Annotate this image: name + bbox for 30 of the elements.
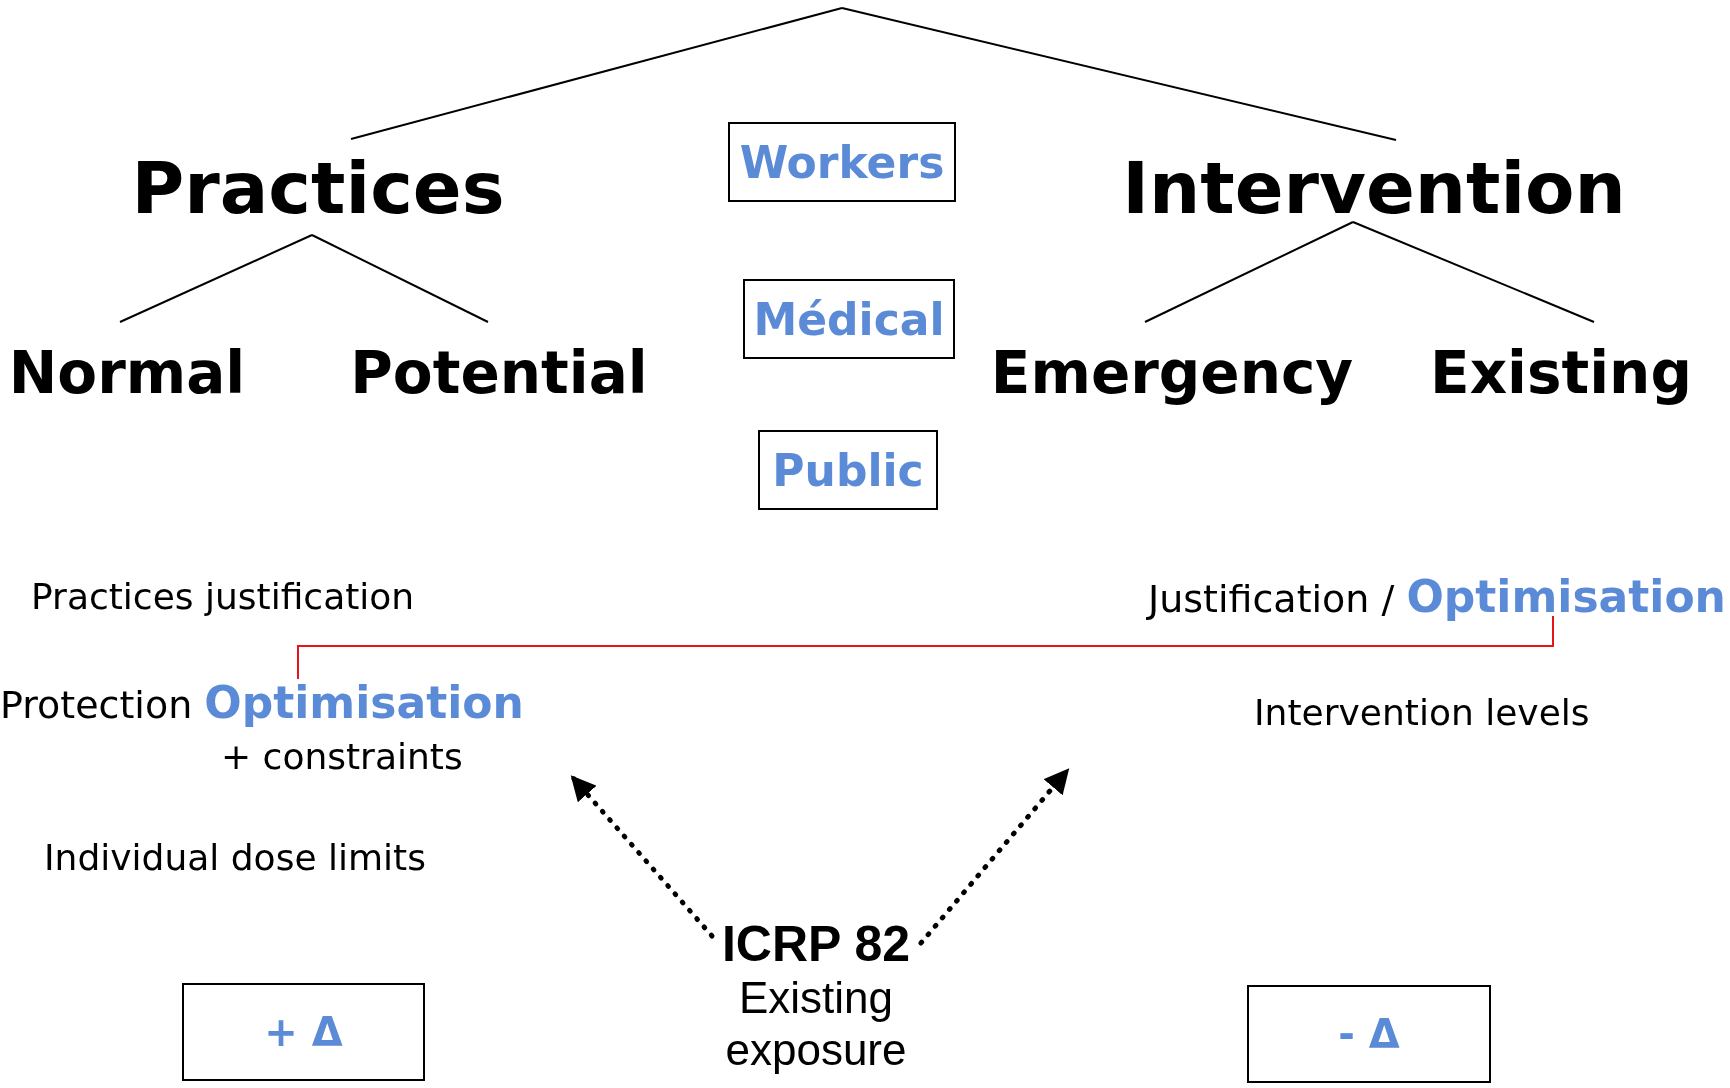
- tree-line: [1352, 221, 1595, 323]
- group-box: Public: [758, 430, 938, 510]
- group-box: Workers: [728, 122, 956, 202]
- highlight-term: Optimisation: [1406, 570, 1726, 622]
- text-label: Individual dose limits: [44, 836, 426, 878]
- category-heading: Intervention: [1122, 146, 1626, 230]
- dotted-arrow: [570, 775, 715, 939]
- subcategory-label: Emergency: [990, 339, 1354, 407]
- tree-line: [841, 7, 1397, 141]
- highlight-term: Optimisation: [204, 676, 524, 728]
- tree-line: [311, 234, 489, 323]
- dotted-arrow: [918, 768, 1070, 946]
- reference-title: ICRP 82: [720, 916, 912, 972]
- subcategory-label: Normal: [8, 339, 246, 407]
- delta-box: + Δ: [182, 983, 425, 1081]
- text-label: Practices justification: [31, 575, 415, 617]
- tree-line: [119, 234, 313, 323]
- group-box: Médical: [743, 279, 955, 359]
- principle-text: Protection: [0, 682, 193, 727]
- tree-line: [1144, 221, 1354, 323]
- subcategory-label: Potential: [350, 339, 648, 407]
- text-label: + constraints: [221, 735, 463, 777]
- principle-text: Justification /: [1148, 576, 1395, 621]
- tree-line: [350, 7, 843, 140]
- connector-line: [297, 615, 1554, 680]
- subcategory-label: Existing: [1430, 339, 1692, 407]
- delta-box: - Δ: [1247, 985, 1491, 1083]
- reference-subtitle: Existing exposure: [724, 972, 908, 1076]
- text-label: Intervention levels: [1254, 691, 1590, 733]
- category-heading: Practices: [131, 146, 505, 230]
